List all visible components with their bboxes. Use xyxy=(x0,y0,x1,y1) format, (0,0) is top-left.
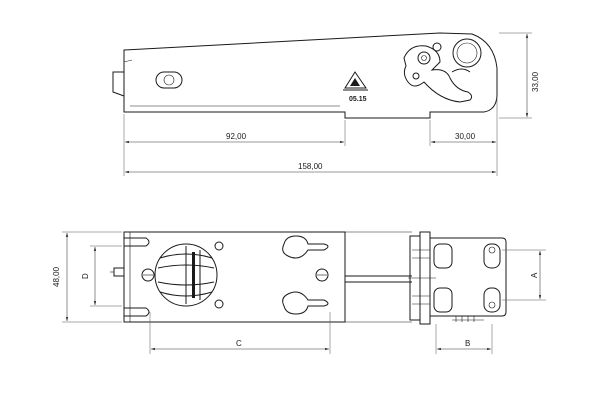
logo-mark: 05.15 xyxy=(343,71,368,103)
right-plate xyxy=(430,237,507,322)
dim-width: 48,00 xyxy=(52,266,61,287)
keyhole-lower xyxy=(282,291,329,315)
top-dimensions: 48,00 D C B A xyxy=(52,231,546,354)
hinge-assembly xyxy=(408,231,436,325)
top-view xyxy=(110,231,507,325)
dim-height: 33,00 xyxy=(531,71,540,92)
logo-code: 05.15 xyxy=(349,96,367,103)
side-view: 05.15 xyxy=(112,32,498,119)
dim-left-length: 92,00 xyxy=(226,132,247,141)
side-slot xyxy=(155,71,183,89)
pin-large xyxy=(452,38,482,68)
side-body-outline xyxy=(123,32,498,119)
keyhole-upper xyxy=(282,235,329,259)
main-plate xyxy=(123,231,346,323)
side-left-clip xyxy=(112,71,125,97)
roller xyxy=(154,243,218,307)
dim-right-length: 30,00 xyxy=(455,132,476,141)
side-dimensions: 33,00 92,00 30,00 158,00 xyxy=(123,32,540,176)
dim-label-b: B xyxy=(465,339,470,348)
dim-label-a: A xyxy=(530,272,539,278)
dim-label-c: C xyxy=(236,339,242,348)
dim-total-length: 158,00 xyxy=(298,162,323,171)
cam-lever xyxy=(403,38,482,103)
dim-label-d: D xyxy=(81,273,90,279)
